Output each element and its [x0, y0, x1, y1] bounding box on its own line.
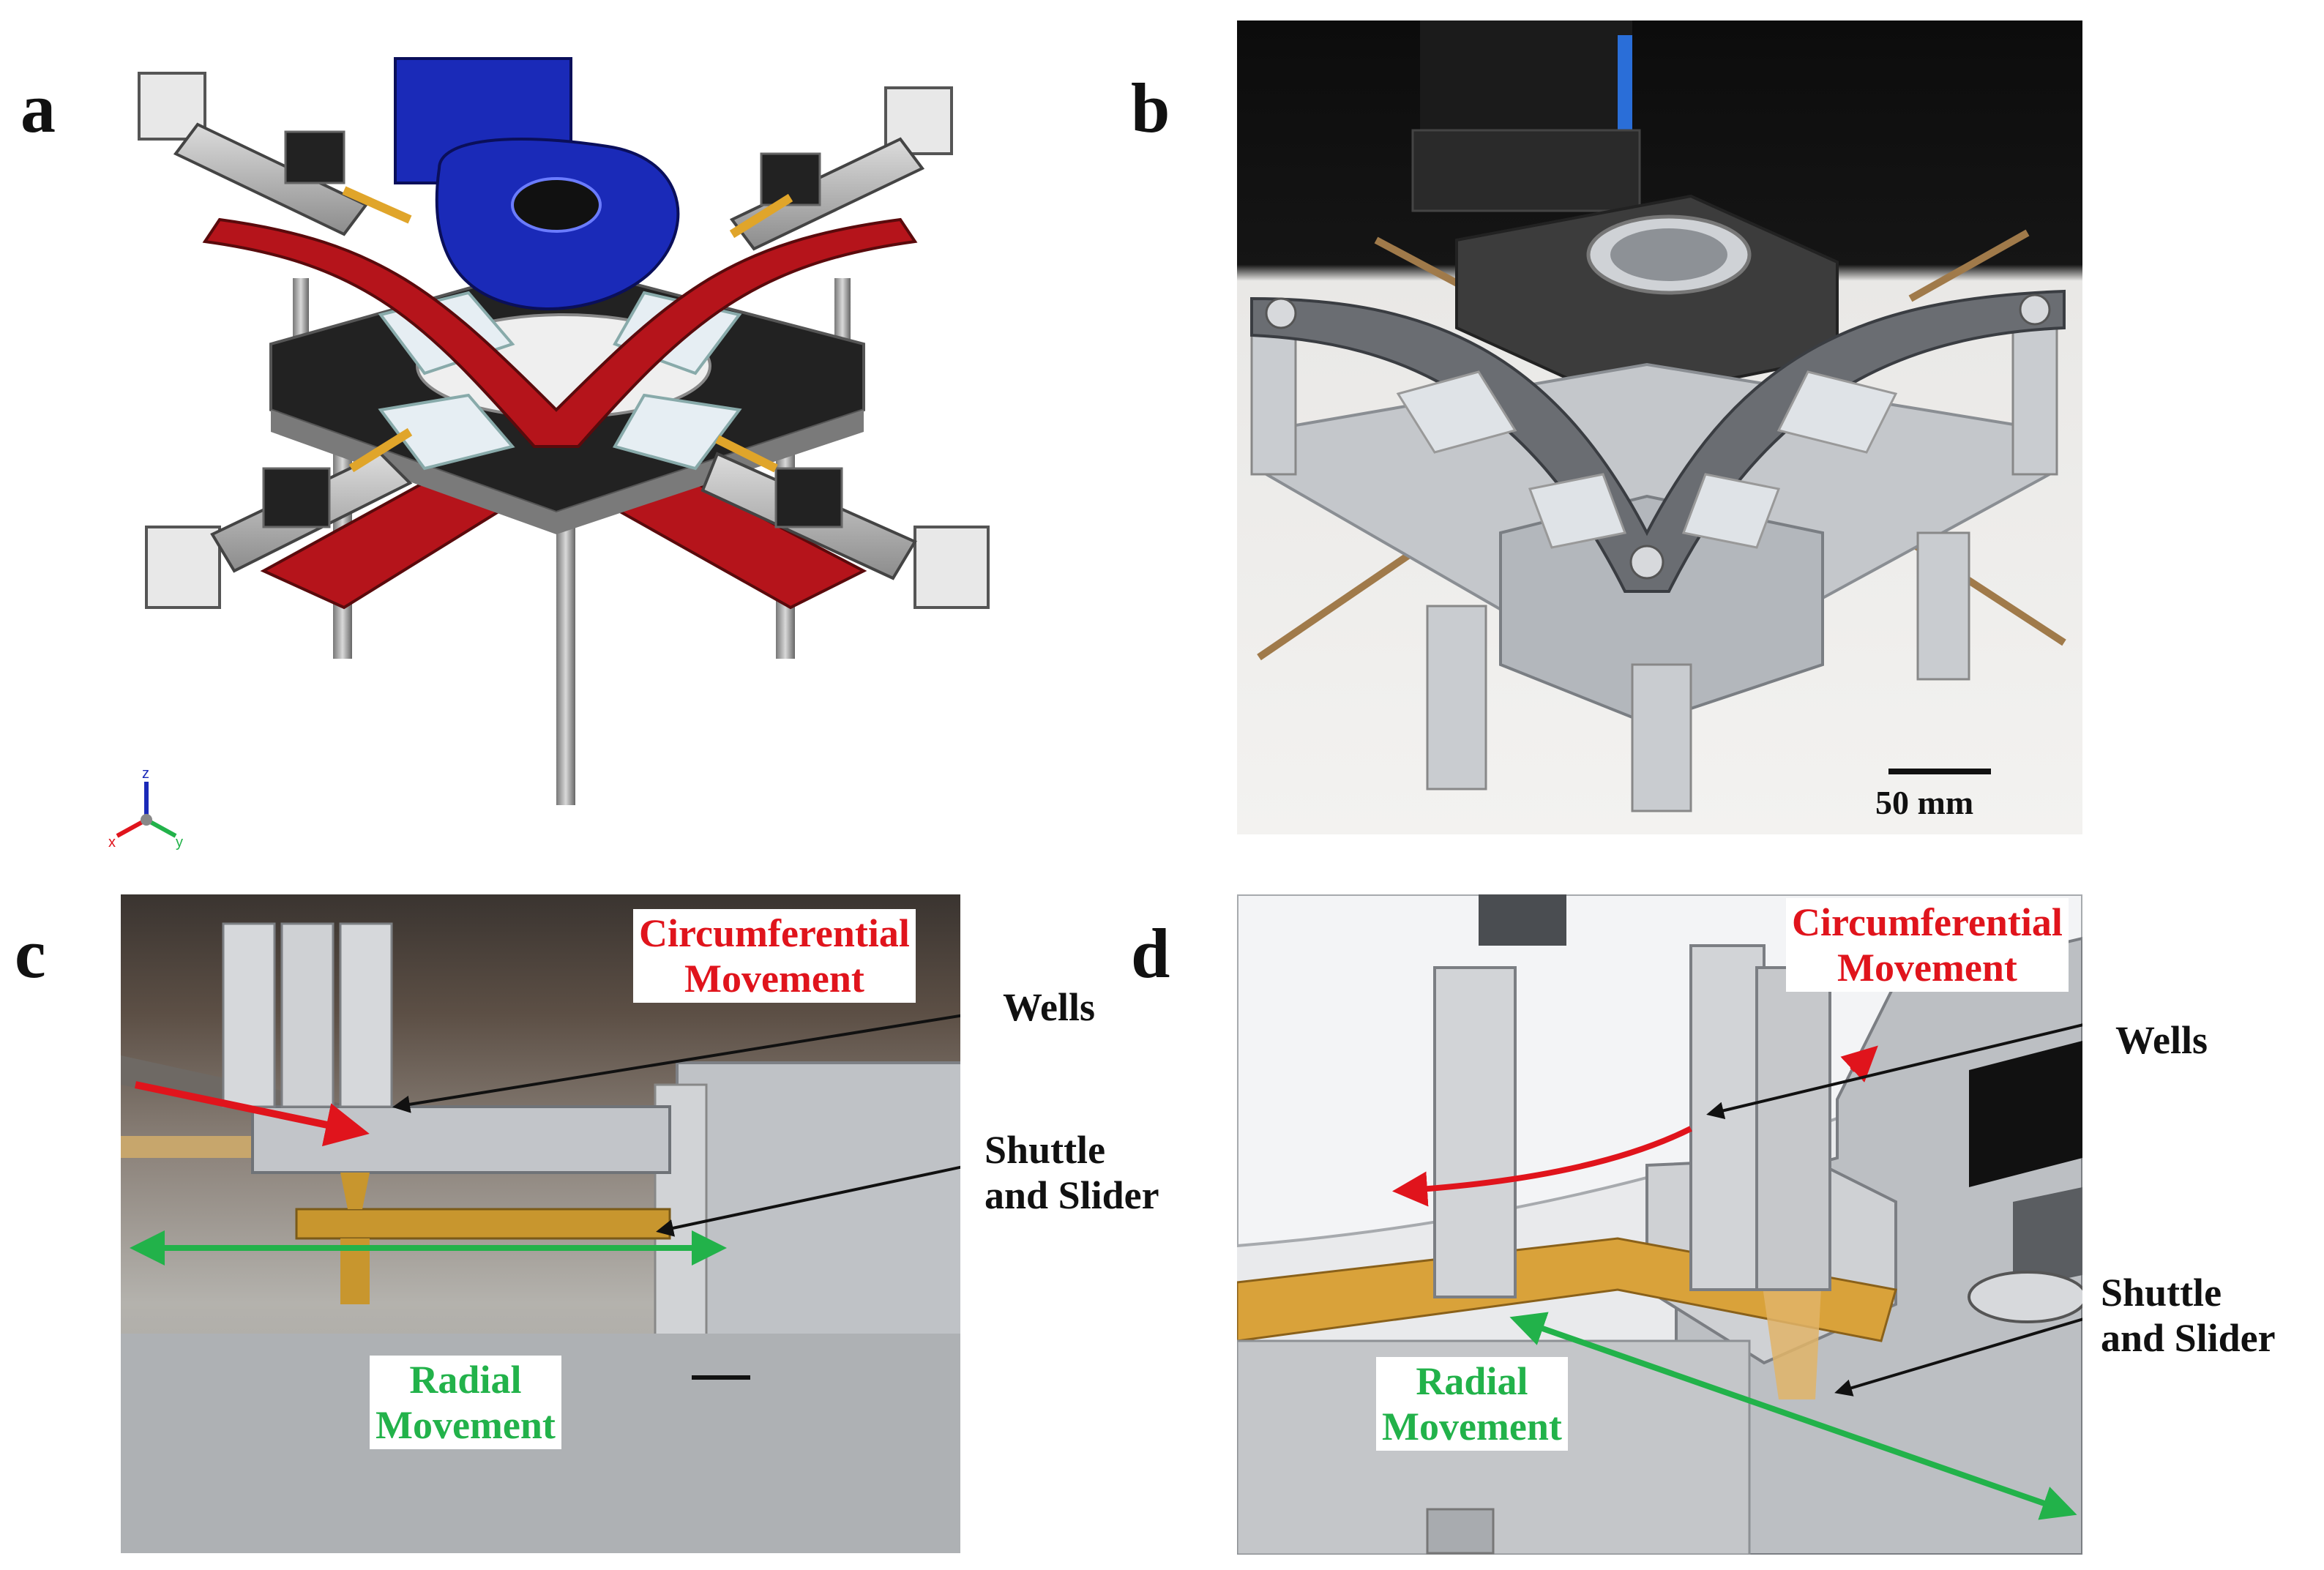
panel-d-radial-line2: Movement: [1382, 1405, 1562, 1449]
panel-c-letter: c: [15, 914, 46, 993]
panel-b-photo: 50 mm: [1237, 20, 2082, 834]
panel-d-shuttle-label: Shuttle and Slider: [2101, 1270, 2276, 1361]
panel-d-shuttle-line2: and Slider: [2101, 1316, 2276, 1361]
panel-c-photo: Circumferential Movement Radial Movement: [121, 894, 960, 1553]
panel-d-render: Circumferential Movement Radial Movement: [1237, 894, 2082, 1555]
panel-a-cad-image: [138, 57, 990, 805]
panel-d-radial-line1: Radial: [1416, 1359, 1528, 1403]
panel-c-radial-label: Radial Movement: [370, 1356, 561, 1450]
scale-bar: [1888, 769, 1991, 774]
scale-bar-label: 50 mm: [1875, 784, 1974, 821]
panel-c-wells-label: Wells: [1003, 985, 1096, 1029]
panel-b-letter: b: [1131, 69, 1170, 147]
axis-x-label: x: [108, 834, 116, 851]
panel-d-letter: d: [1131, 914, 1170, 993]
axis-z-label: z: [142, 766, 149, 782]
panel-c-arrows: [130, 1014, 960, 1266]
panel-c-circumferential-line2: Movement: [684, 957, 864, 1001]
panel-c-shuttle-line2: and Slider: [984, 1173, 1159, 1218]
panel-c-circumferential-label: Circumferential Movement: [633, 909, 916, 1003]
panel-d-circumferential-label: Circumferential Movement: [1786, 898, 2069, 993]
panel-c-shuttle-label: Shuttle and Slider: [984, 1127, 1159, 1218]
panel-b-device-photo: [1250, 20, 2066, 812]
panel-d-circumferential-line1: Circumferential: [1792, 900, 2063, 944]
panel-a-letter: a: [20, 69, 56, 147]
panel-a: a: [0, 0, 1142, 864]
axis-y-label: y: [176, 834, 183, 851]
panel-c-circumferential-line1: Circumferential: [639, 911, 910, 955]
panel-d-circumferential-line2: Movement: [1837, 946, 2017, 990]
panel-d-arrows: [1392, 1023, 2082, 1520]
panel-d-shuttle-line1: Shuttle: [2101, 1271, 2222, 1315]
panel-c-shuttle-line1: Shuttle: [984, 1128, 1106, 1172]
panel-d-radial-label: Radial Movement: [1376, 1357, 1568, 1451]
panel-d-wells-label: Wells: [2115, 1018, 2208, 1062]
axis-triad-icon: [116, 782, 177, 838]
panel-c-radial-line1: Radial: [409, 1358, 522, 1402]
panel-c-radial-line2: Movement: [375, 1403, 556, 1448]
